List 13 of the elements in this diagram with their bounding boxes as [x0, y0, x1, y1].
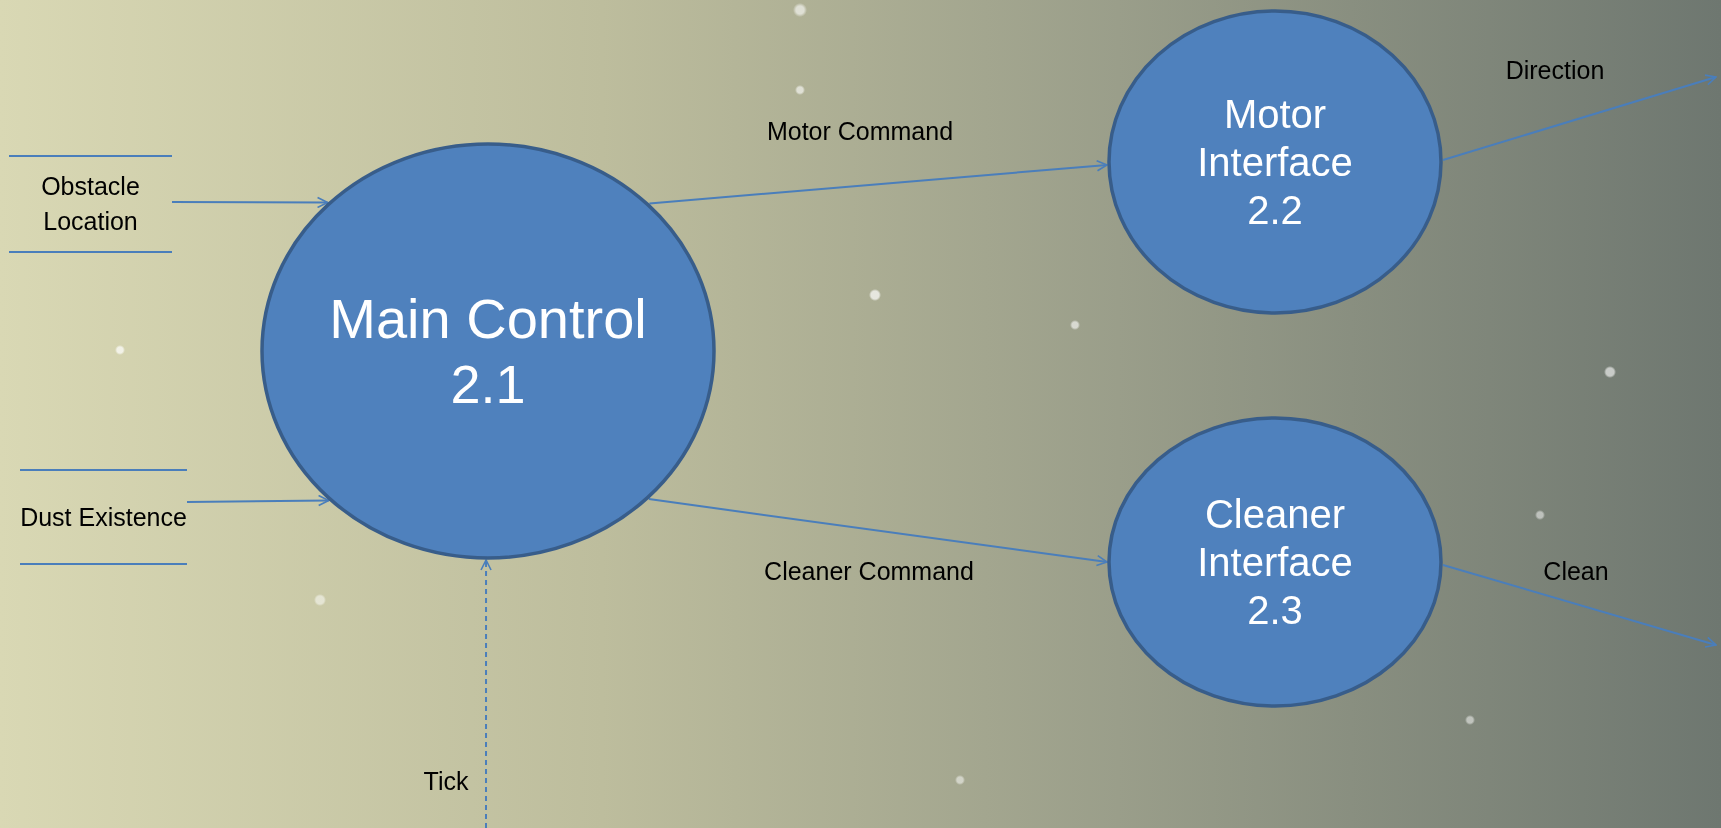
process-name: Main Control: [329, 286, 647, 352]
store-label: Obstacle Location: [40, 171, 141, 237]
edge-label: Cleaner Command: [764, 556, 974, 586]
process-number: 2.2: [1247, 187, 1303, 234]
store-label: Dust Existence: [20, 501, 187, 533]
edge-label: Direction: [1505, 55, 1605, 85]
process-number: 2.3: [1247, 587, 1303, 634]
edge-label: Motor Command: [766, 116, 954, 146]
process-name: Motor Interface: [1196, 91, 1354, 186]
edge-label: Tick: [423, 766, 469, 796]
process-name: Cleaner Interface: [1196, 491, 1354, 586]
edge-label: Clean: [1543, 556, 1609, 586]
process-number: 2.1: [450, 353, 526, 417]
